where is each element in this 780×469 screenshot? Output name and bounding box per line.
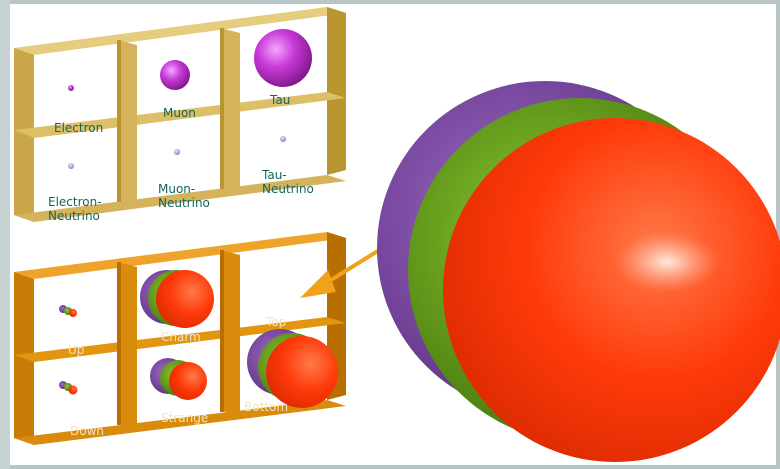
- electron-label: Electron: [54, 121, 103, 135]
- charm-label: Charm: [161, 330, 201, 344]
- tau-neutrino-label-line2: Neutrino: [262, 182, 314, 196]
- muon-label: Muon: [163, 106, 196, 120]
- tau-label: Tau: [269, 93, 290, 107]
- top-label: Top: [265, 315, 286, 329]
- charm-quark: [140, 270, 214, 328]
- strange-quark: [150, 358, 207, 400]
- top-quark-large: [377, 81, 780, 462]
- electron-neutrino-label-line2: Neutrino: [48, 209, 100, 223]
- muon-neutrino-particle: [174, 149, 180, 155]
- muon-neutrino-label-line2: Neutrino: [158, 196, 210, 210]
- up-label: Up: [68, 343, 84, 357]
- muon-neutrino-label-line1: Muon-: [158, 182, 195, 196]
- strange-label: Strange: [161, 411, 208, 425]
- top-quark-highlight: [615, 232, 719, 292]
- tau-neutrino-particle: [280, 136, 286, 142]
- lepton-frame: [14, 7, 346, 222]
- electron-neutrino-particle: [68, 163, 74, 169]
- bottom-quark: [247, 329, 338, 408]
- tau-neutrino-label-line1: Tau-: [261, 168, 287, 182]
- electron-particle: [68, 85, 74, 91]
- bottom-label: Bottom: [244, 400, 288, 414]
- up-quark: [59, 305, 77, 317]
- left-border-strip: [0, 0, 10, 469]
- electron-neutrino-label-line1: Electron-: [48, 195, 102, 209]
- tau-particle: [254, 29, 312, 87]
- muon-particle: [160, 60, 190, 90]
- down-label: Down: [70, 424, 104, 438]
- down-quark: [59, 381, 78, 395]
